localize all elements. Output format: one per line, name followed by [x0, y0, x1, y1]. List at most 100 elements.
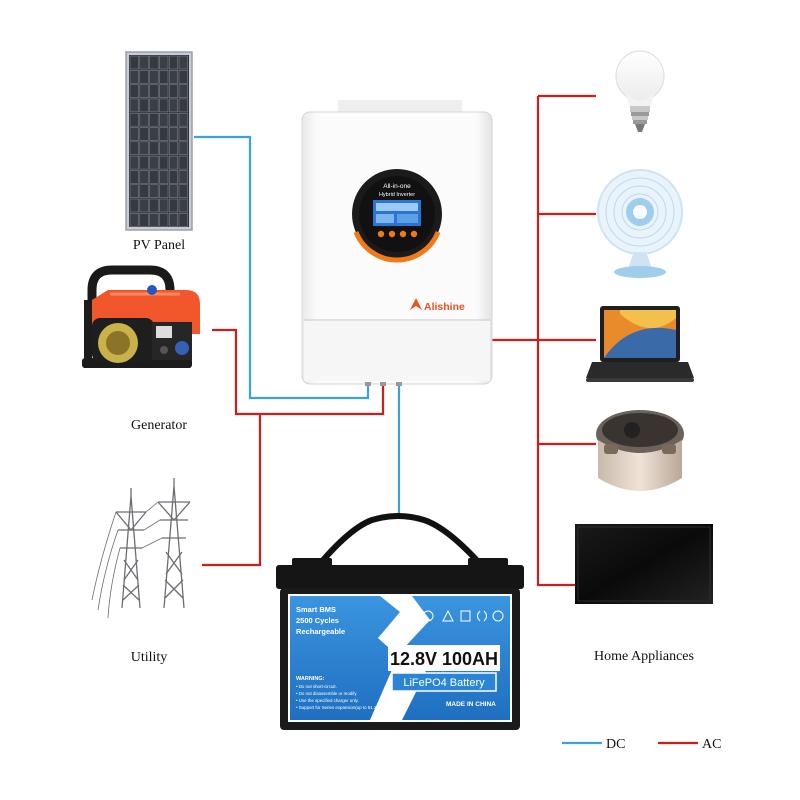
pv-cell	[159, 70, 169, 84]
legend: DC AC	[562, 737, 721, 752]
pv-cell	[139, 55, 149, 70]
pv-cell	[149, 170, 159, 184]
pv-cell	[159, 84, 169, 98]
pv-cell	[178, 198, 188, 213]
pv-cell	[129, 84, 139, 98]
pv-cell	[159, 127, 169, 141]
generator-icon	[82, 265, 200, 368]
pv-cell	[149, 184, 159, 198]
battery-voltage-capacity: 12.8V 100AH	[390, 649, 498, 669]
hybrid-inverter: All-in-one Hybrid Inverter Alishine	[301, 100, 493, 386]
pv-cell	[149, 70, 159, 84]
pv-cell	[139, 198, 149, 213]
pv-cell	[159, 198, 169, 213]
lifepo4-battery: Smart BMS 2500 Cycles Rechargeable 12.8V…	[276, 513, 524, 730]
pv-cell	[168, 127, 179, 141]
pv-cell	[168, 198, 179, 213]
pv-cell	[129, 112, 139, 127]
legend-ac-label: AC	[702, 737, 721, 752]
pv-cell	[168, 70, 179, 84]
ac-bus	[536, 96, 575, 587]
pv-cell	[129, 55, 139, 70]
battery-warning-title: WARNING:	[296, 676, 325, 682]
battery-feature-2: 2500 Cycles	[296, 616, 339, 625]
legend-dc-label: DC	[606, 737, 625, 752]
battery-warning-4: • Support for Series expansion(up to 51.…	[296, 705, 381, 710]
battery-feature-1: Smart BMS	[296, 605, 336, 614]
pv-cell	[178, 213, 188, 227]
pv-cell	[178, 155, 188, 170]
pv-cell	[178, 170, 188, 184]
pv-cell	[139, 98, 149, 113]
pv-cell	[159, 141, 169, 156]
pv-cell	[149, 55, 159, 70]
pv-cell	[139, 184, 149, 198]
pv-cell	[168, 170, 179, 184]
pv-cell	[168, 55, 179, 70]
battery-warning-1: • Do not short-circuit.	[296, 684, 337, 689]
solar-panel-icon	[125, 51, 193, 231]
pv-cell	[129, 198, 139, 213]
pv-cell	[178, 84, 188, 98]
pv-cell	[159, 213, 169, 227]
pv-cell	[139, 84, 149, 98]
pv-cell	[178, 112, 188, 127]
pv-cell	[149, 141, 159, 156]
pv-cell	[168, 213, 179, 227]
pv-cell	[149, 112, 159, 127]
alishine-logo: Alishine	[410, 298, 465, 313]
pv-cell	[129, 127, 139, 141]
pv-cell	[168, 112, 179, 127]
svg-text:Alishine: Alishine	[424, 301, 465, 313]
label-pv-panel: PV Panel	[133, 238, 185, 253]
pv-cell	[129, 155, 139, 170]
pv-cell	[168, 98, 179, 113]
label-home-appliances: Home Appliances	[594, 649, 694, 664]
pv-cell	[168, 84, 179, 98]
pv-cell	[139, 155, 149, 170]
pv-cell	[168, 141, 179, 156]
tv-icon	[575, 524, 713, 604]
pv-cell	[129, 213, 139, 227]
pv-cell	[139, 170, 149, 184]
pv-cell	[168, 155, 179, 170]
pv-cell	[129, 184, 139, 198]
pv-cell	[139, 127, 149, 141]
pv-cell	[129, 98, 139, 113]
pv-cell	[159, 112, 169, 127]
ac-wire-utility	[202, 414, 262, 567]
certification-icons	[422, 609, 504, 622]
pylon-icon	[91, 478, 191, 619]
battery-chemistry: LiFePO4 Battery	[403, 677, 485, 689]
label-generator: Generator	[131, 418, 187, 433]
pv-cell	[178, 98, 188, 113]
battery-warning-3: • Use the specified charger only.	[296, 698, 359, 703]
pv-cell	[149, 127, 159, 141]
pv-cell	[149, 98, 159, 113]
battery-feature-3: Rechargeable	[296, 627, 345, 636]
pv-cell	[129, 170, 139, 184]
laptop-icon	[586, 306, 694, 382]
pv-cell	[159, 170, 169, 184]
pv-cell	[178, 70, 188, 84]
pv-cell	[159, 184, 169, 198]
pv-cell	[178, 127, 188, 141]
pv-cell	[149, 84, 159, 98]
pv-cell	[168, 184, 179, 198]
pv-cell	[149, 213, 159, 227]
pv-cell	[139, 141, 149, 156]
pv-cell	[129, 141, 139, 156]
pv-cell	[159, 155, 169, 170]
pv-cell	[129, 70, 139, 84]
battery-warning-2: • Do not disassemble or modify.	[296, 691, 358, 696]
pv-cell	[149, 155, 159, 170]
pv-cell	[178, 184, 188, 198]
battery-made-in: MADE IN CHINA	[446, 701, 496, 708]
inverter-screen-subtitle: Hybrid Inverter	[379, 192, 415, 198]
pv-cell	[159, 55, 169, 70]
pv-cell	[139, 112, 149, 127]
pv-cell	[149, 198, 159, 213]
bulb-icon	[615, 50, 665, 132]
rice-cooker-icon	[596, 410, 684, 491]
